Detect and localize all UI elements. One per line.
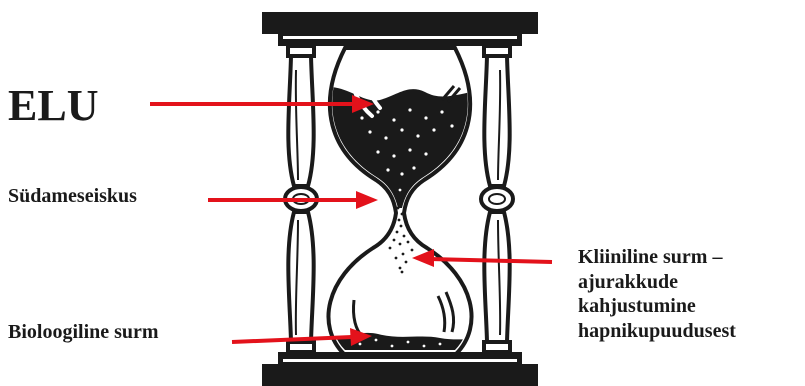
label-clinical-death-line: Kliiniline surm – — [578, 245, 736, 270]
hourglass-right-pillar — [481, 46, 513, 352]
hourglass-top-plate — [262, 12, 538, 34]
hourglass-bottom-plate — [262, 364, 538, 386]
label-life: ELU — [8, 80, 98, 132]
label-clinical-death-line: kahjustumine — [578, 294, 736, 319]
label-clinical-death-line: hapnikupuudusest — [578, 319, 736, 344]
label-cardiac-arrest: Südameseiskus — [8, 183, 137, 209]
arrow-kliiniline-surm — [412, 249, 552, 267]
label-clinical-death-line: ajurakkude — [578, 270, 736, 295]
label-biological-death: Bioloogiline surm — [8, 319, 159, 345]
label-clinical-death: Kliiniline surm – ajurakkude kahjustumin… — [578, 245, 736, 343]
